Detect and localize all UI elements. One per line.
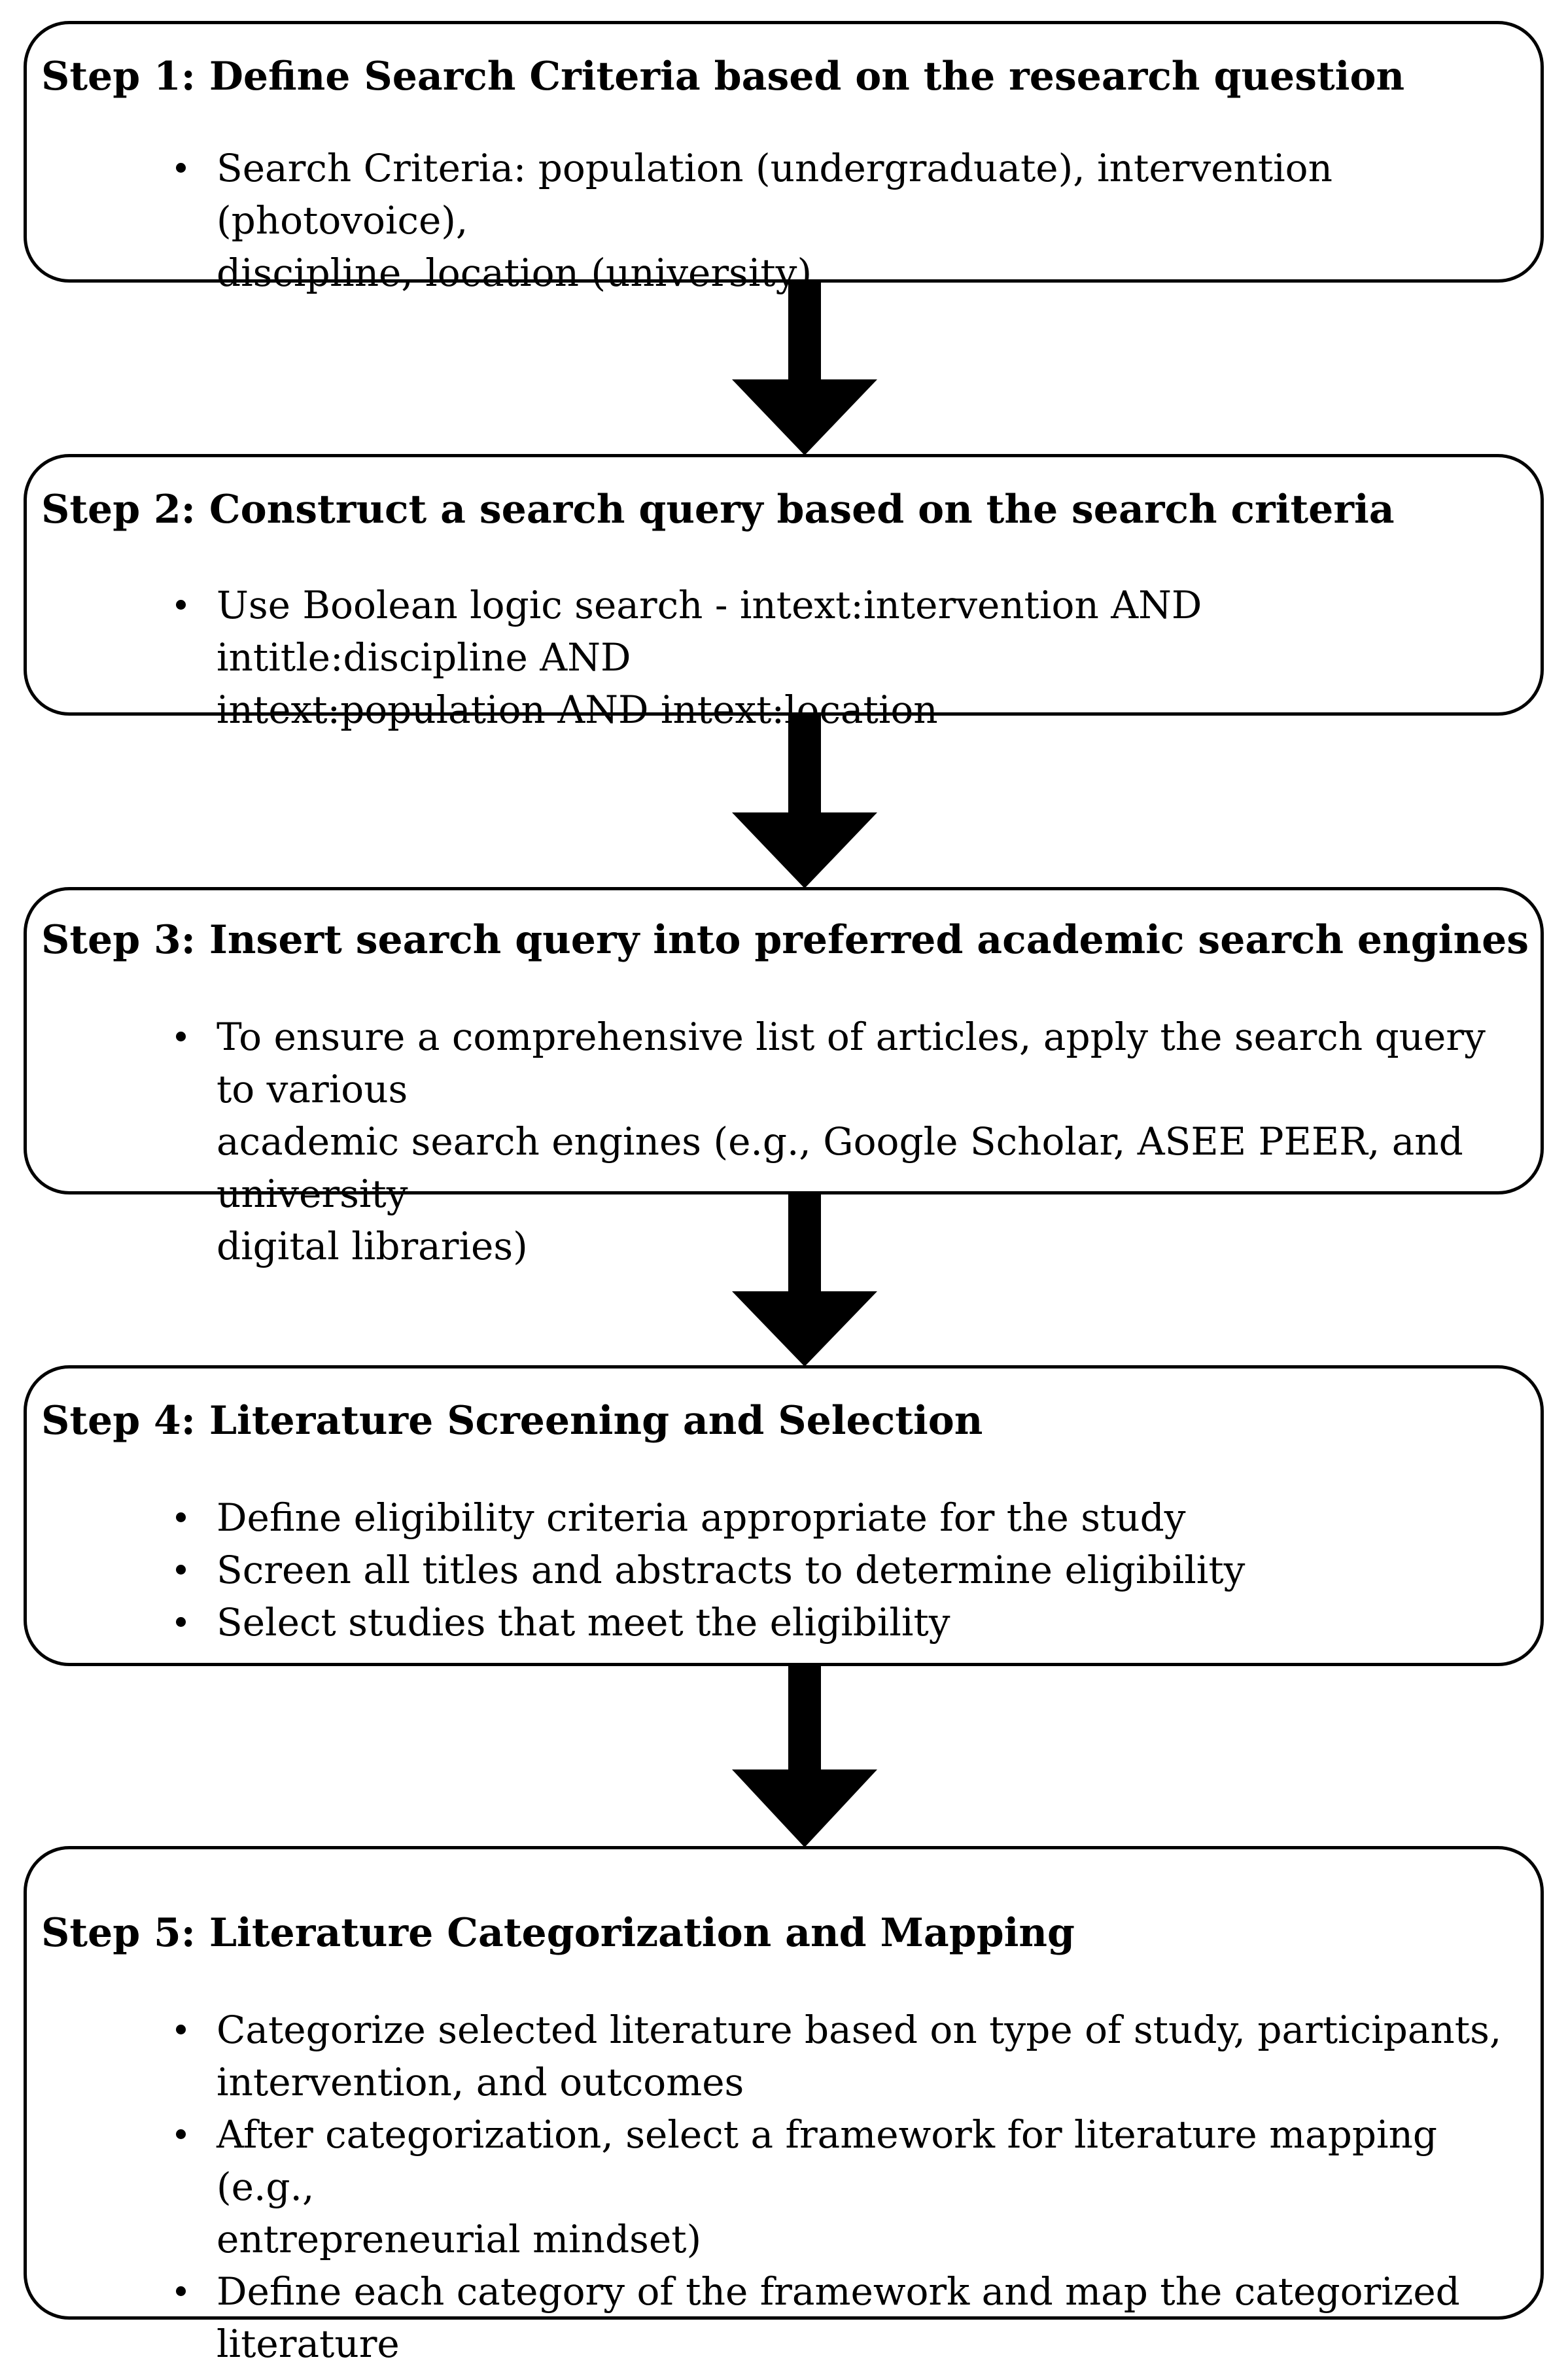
step-1-bullet-list: Search Criteria: population (undergradua…	[41, 142, 1514, 299]
down-arrow-icon	[732, 714, 877, 888]
bullet-line: Screen all titles and abstracts to deter…	[217, 1548, 1246, 1592]
bullet-dot-icon	[176, 1617, 186, 1627]
step-4-bullet-list: Define eligibility criteria appropriate …	[41, 1491, 1514, 1648]
bullet-line: Search Criteria: population (undergradua…	[217, 146, 1333, 243]
step-1-bullet-1: Search Criteria: population (undergradua…	[41, 142, 1514, 299]
step-5-bullet-2: After categorization, select a framework…	[41, 2108, 1514, 2265]
bullet-line: entrepreneurial mindset)	[217, 2217, 702, 2261]
bullet-dot-icon	[176, 2286, 186, 2296]
bullet-line: intervention, and outcomes	[217, 2060, 744, 2104]
step-3-box: Step 3: Insert search query into preferr…	[24, 887, 1544, 1268]
step-4-box: Step 4: Literature Screening and Selecti…	[24, 1365, 1544, 1666]
bullet-dot-icon	[176, 1512, 186, 1522]
step-2-title: Step 2: Construct a search query based o…	[41, 487, 1395, 532]
step-4-bullet-1: Define eligibility criteria appropriate …	[41, 1491, 1514, 1544]
step-5-title: Step 5: Literature Categorization and Ma…	[41, 1910, 1075, 1956]
bullet-dot-icon	[176, 2025, 186, 2034]
step-4-bullet-3: Select studies that meet the eligibility	[41, 1596, 1514, 1648]
bullet-dot-icon	[176, 600, 186, 610]
step-3-bullet-1: To ensure a comprehensive list of articl…	[41, 1011, 1514, 1272]
step-2-bullet-list: Use Boolean logic search - intext:interv…	[41, 579, 1514, 736]
step-1-box: Step 1: Define Search Criteria based on …	[24, 21, 1544, 295]
step-2-box: Step 2: Construct a search query based o…	[24, 454, 1544, 732]
bullet-line: To ensure a comprehensive list of articl…	[217, 1015, 1486, 1111]
bullet-dot-icon	[176, 1032, 186, 1041]
step-5-bullet-1: Categorize selected literature based on …	[41, 2004, 1514, 2108]
down-arrow-icon	[732, 1665, 877, 1847]
bullet-line: discipline, location (university)	[217, 251, 812, 295]
bullet-line: After categorization, select a framework…	[217, 2112, 1438, 2209]
bullet-line: digital libraries)	[217, 1224, 528, 1268]
step-5-bullet-list: Categorize selected literature based on …	[41, 2004, 1514, 2370]
down-arrow-icon	[732, 1193, 877, 1367]
bullet-line: Define eligibility criteria appropriate …	[217, 1495, 1186, 1540]
bullet-line: Categorize selected literature based on …	[217, 2008, 1502, 2052]
step-3-bullet-list: To ensure a comprehensive list of articl…	[41, 1011, 1514, 1272]
bullet-line: Use Boolean logic search - intext:interv…	[217, 583, 1202, 680]
step-1-title: Step 1: Define Search Criteria based on …	[41, 54, 1405, 99]
bullet-line: Select studies that meet the eligibility	[217, 1600, 950, 1645]
bullet-dot-icon	[176, 2129, 186, 2139]
bullet-dot-icon	[176, 163, 186, 173]
step-5-box: Step 5: Literature Categorization and Ma…	[24, 1846, 1544, 2366]
step-4-bullet-2: Screen all titles and abstracts to deter…	[41, 1544, 1514, 1596]
step-2-bullet-1: Use Boolean logic search - intext:interv…	[41, 579, 1514, 736]
bullet-line: academic search engines (e.g., Google Sc…	[217, 1119, 1463, 1216]
bullet-line: Define each category of the framework an…	[217, 2269, 1460, 2366]
down-arrow-icon	[732, 281, 877, 455]
bullet-dot-icon	[176, 1565, 186, 1575]
step-4-title: Step 4: Literature Screening and Selecti…	[41, 1398, 983, 1444]
step-5-bullet-3: Define each category of the framework an…	[41, 2265, 1514, 2370]
step-3-title: Step 3: Insert search query into preferr…	[41, 917, 1529, 963]
